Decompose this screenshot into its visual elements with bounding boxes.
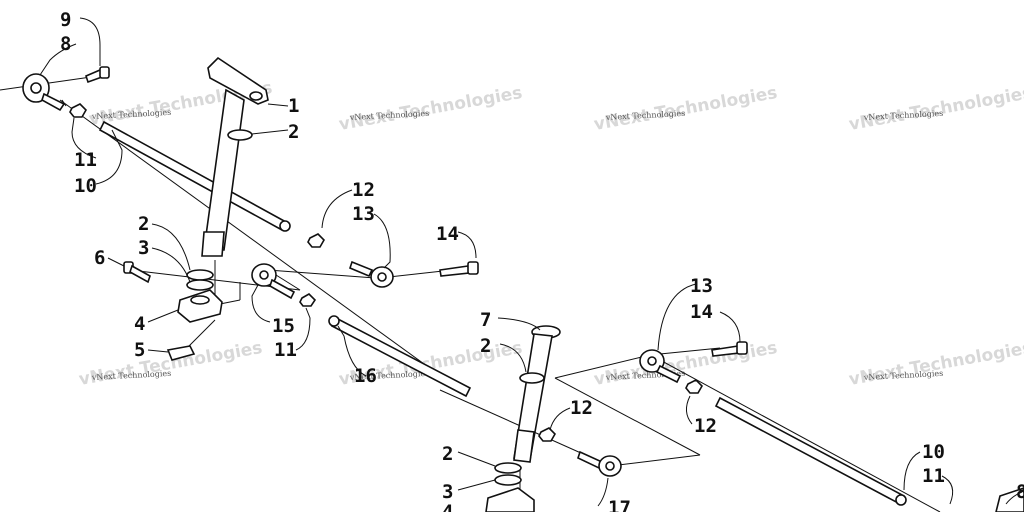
- callout-7: 7: [480, 309, 491, 331]
- callout-14: 14: [690, 301, 713, 323]
- nut-12-upper: [307, 233, 325, 248]
- callout-12: 12: [570, 397, 593, 419]
- parts: [22, 56, 1024, 512]
- clip-5: [166, 345, 196, 361]
- tie-rod-16: [328, 315, 472, 398]
- callout-12: 12: [694, 415, 717, 437]
- tie-rod-10-upper: [98, 120, 291, 232]
- tie-rod-end-17: [577, 450, 622, 477]
- callout-16: 16: [354, 365, 377, 387]
- watermark-ghost: vNext Technologies: [592, 83, 778, 135]
- callout-2: 2: [442, 443, 453, 465]
- nut-12-mid: [538, 427, 556, 442]
- watermark: vNext Technologies: [91, 369, 172, 382]
- watermark: vNext Technologies: [91, 108, 172, 121]
- watermark-ghost: vNext Technologies: [337, 83, 523, 135]
- callout-8: 8: [1016, 481, 1024, 503]
- tie-rod-end-13-right: [639, 349, 682, 384]
- callout-4: 4: [442, 501, 453, 512]
- leader-lines: [39, 17, 1023, 507]
- watermark-ghost: vNext Technologies: [592, 338, 778, 390]
- callout-13: 13: [352, 203, 375, 225]
- callout-9: 9: [60, 9, 71, 31]
- tie-rod-10-lower: [714, 396, 907, 506]
- callout-3: 3: [138, 237, 149, 259]
- bolt-14-upper: [439, 261, 479, 277]
- jam-nut-11-mid: [299, 293, 317, 307]
- callout-numbers: 9 8 1 2 11 10 12 13 14 2 3 6 4 15 11 5 1…: [60, 9, 1024, 512]
- callout-5: 5: [134, 339, 145, 361]
- washers-lower-left: [186, 269, 214, 291]
- callout-11: 11: [74, 149, 97, 171]
- callout-2: 2: [288, 121, 299, 143]
- pivot-block-4-left: [177, 289, 223, 323]
- callout-15: 15: [272, 315, 295, 337]
- watermark: vNext Technologies: [863, 369, 944, 382]
- bolt-6: [123, 261, 151, 284]
- watermark-ghost: vNext Technologies: [77, 338, 263, 390]
- callout-1: 1: [288, 95, 299, 117]
- callout-10: 10: [922, 441, 945, 463]
- nut-12-right: [685, 379, 703, 394]
- callout-4: 4: [134, 313, 145, 335]
- callout-17: 17: [608, 497, 631, 512]
- pivot-block-4-right: [485, 487, 535, 512]
- callout-11: 11: [274, 339, 297, 361]
- callout-11: 11: [922, 465, 945, 487]
- callout-10: 10: [74, 175, 97, 197]
- watermark: vNext Technologies: [349, 109, 430, 122]
- callout-6: 6: [94, 247, 105, 269]
- steering-post-7: [513, 325, 561, 463]
- tie-rod-end-13-upper: [349, 260, 394, 288]
- callout-8: 8: [60, 33, 71, 55]
- callout-3: 3: [442, 481, 453, 503]
- washers-lower-right: [494, 462, 522, 486]
- watermark: vNext Technologies: [349, 369, 430, 382]
- callout-12: 12: [352, 179, 375, 201]
- watermark: vNext Technologies: [863, 109, 944, 122]
- bolt-14-right: [711, 341, 748, 357]
- tie-rod-end-left: [22, 73, 67, 112]
- bolt-9: [85, 66, 110, 84]
- callout-2: 2: [480, 335, 491, 357]
- watermark: vNext Technologies: [605, 109, 686, 122]
- callout-2: 2: [138, 213, 149, 235]
- jam-nut-11-left: [69, 103, 87, 118]
- watermark-ghost: vNext Technologies: [847, 338, 1024, 390]
- tie-rod-end-15: [251, 263, 296, 300]
- callout-13: 13: [690, 275, 713, 297]
- callout-14: 14: [436, 223, 459, 245]
- steering-post-1: [201, 56, 269, 257]
